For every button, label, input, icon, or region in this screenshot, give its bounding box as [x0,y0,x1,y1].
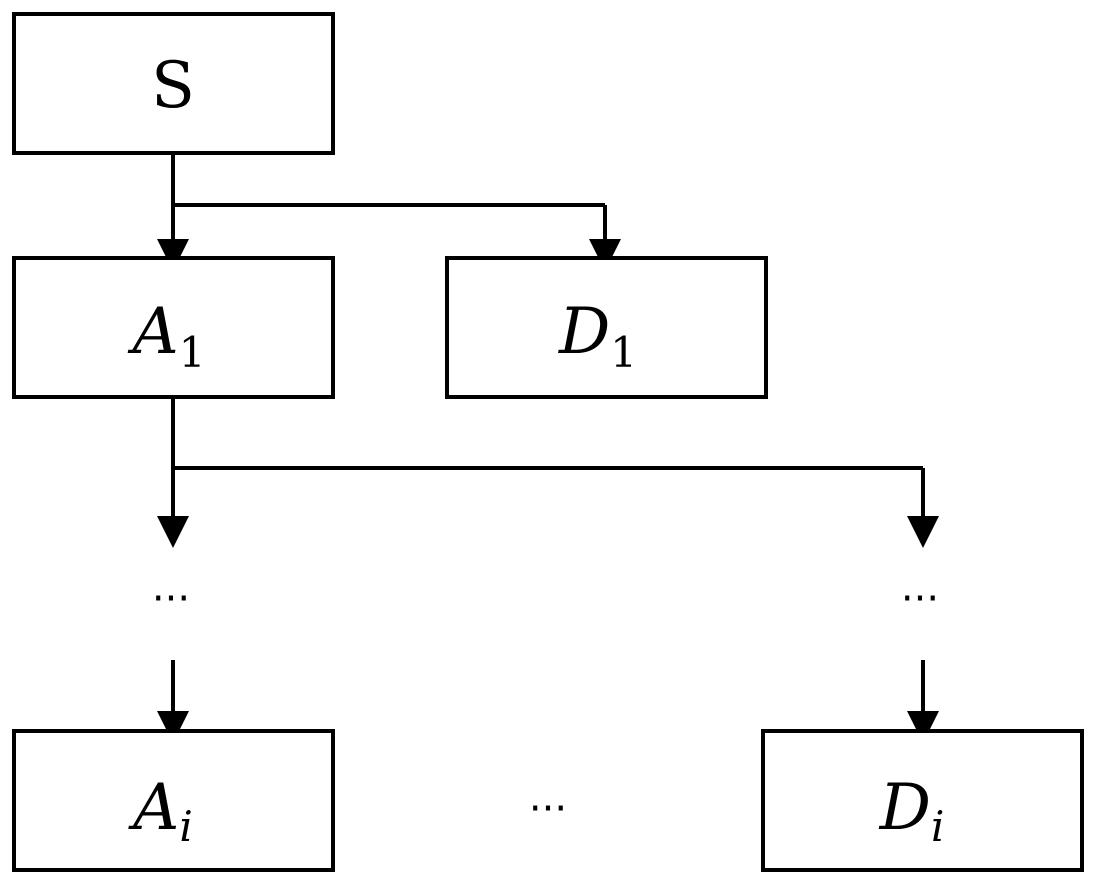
node-s-label: S [151,49,195,123]
node-di-sub: i [931,802,944,851]
node-a1-box [12,256,335,399]
bottom-ellipsis: ··· [529,786,567,832]
node-ai-box [12,729,335,872]
node-a1-label: A1 [128,295,206,377]
node-d1-box [445,256,768,399]
node-di-box [761,729,1084,872]
node-a1-main: A [128,295,179,369]
node-a1-sub: 1 [179,328,206,377]
node-ai: Ai [12,729,335,872]
node-ai-main: A [128,771,179,845]
node-ai-label: Ai [128,771,193,851]
left-ellipsis: ··· [152,576,190,622]
right-ellipsis: ··· [901,576,939,622]
node-s: S [12,12,335,155]
node-a1: A1 [12,256,335,399]
connectors [157,154,939,743]
node-s-main: S [151,49,195,123]
node-d1-label: D1 [558,295,637,377]
node-di: Di [761,729,1084,872]
node-ai-sub: i [179,802,192,851]
node-di-label: Di [879,771,945,851]
node-di-main: D [879,771,931,845]
node-d1-main: D [558,295,610,369]
node-s-box [12,12,335,155]
node-d1-sub: 1 [610,328,637,377]
node-d1: D1 [445,256,768,399]
